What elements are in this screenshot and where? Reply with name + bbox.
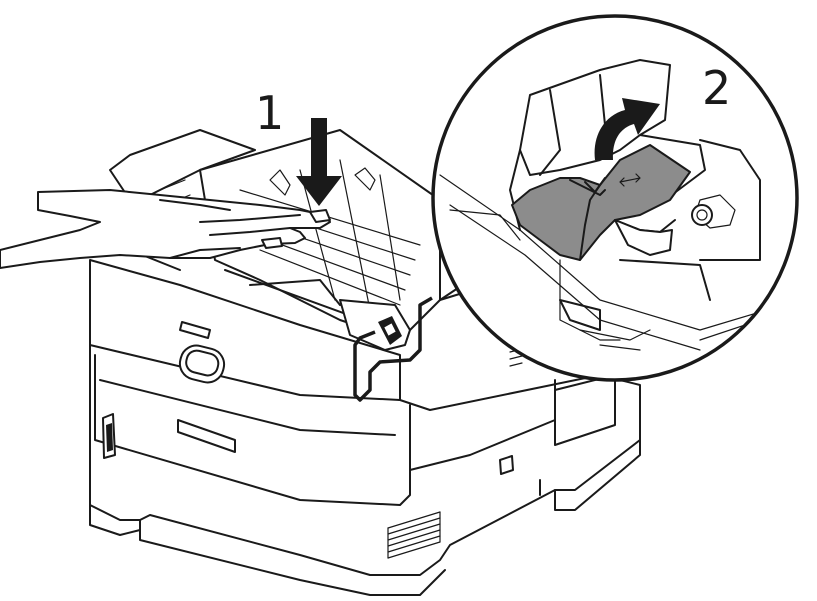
callout-connector <box>353 296 433 402</box>
curved-up-arrow-icon <box>594 98 660 160</box>
printer-body <box>89 129 641 596</box>
lever-icon <box>511 144 691 261</box>
step-2-label: 2 <box>702 61 732 115</box>
down-arrow-icon <box>296 118 342 206</box>
step-1-label: 1 <box>255 86 285 140</box>
vent-grille <box>387 511 441 559</box>
hand-icon <box>0 189 331 269</box>
zoom-inset <box>431 14 799 382</box>
